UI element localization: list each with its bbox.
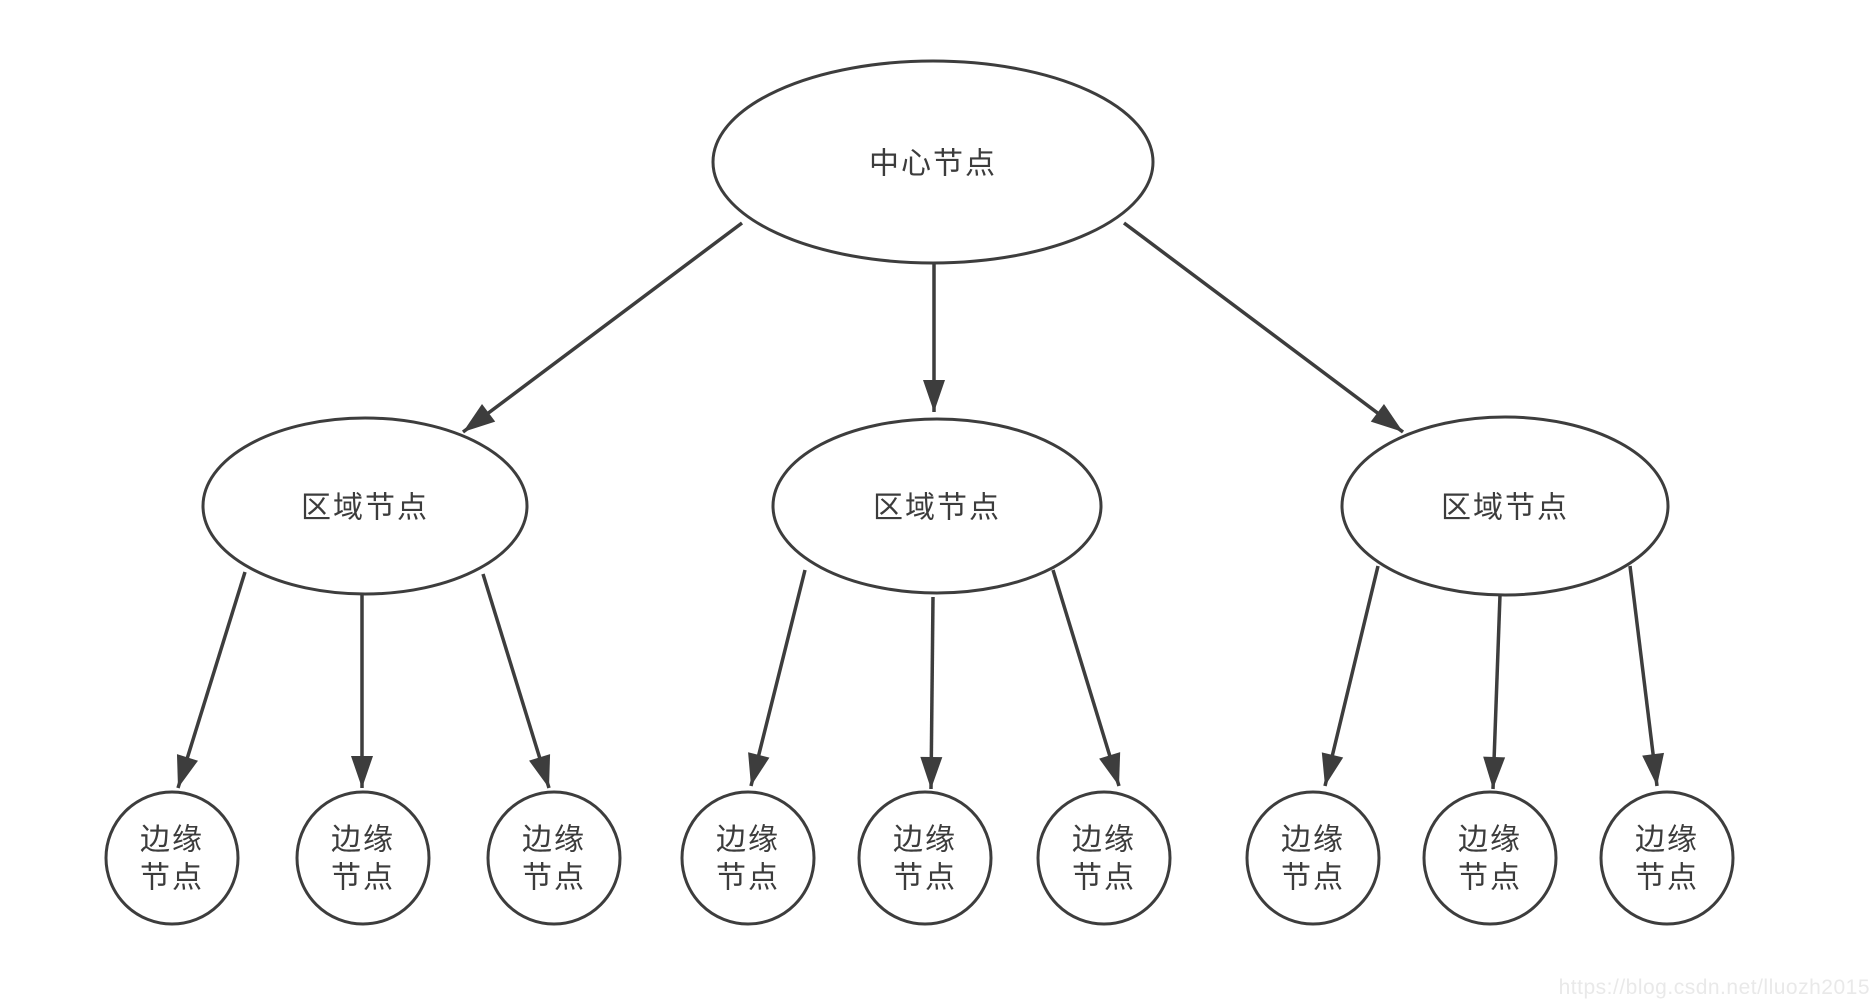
edge-node-label-line1: 边缘 [893,824,957,857]
central-node: 中心节点 [711,59,1155,265]
edge-region2-to-leaf-4 [748,569,807,787]
regional-node: 区域节点 [201,416,529,596]
regional-node-label: 区域节点 [873,492,1001,525]
regional-node-label: 区域节点 [301,492,429,525]
edge-node-label-line1: 边缘 [140,824,204,857]
edge-node-label-line2: 节点 [893,862,957,895]
edge-node-circle [1036,790,1172,926]
edge-node-label-line2: 节点 [140,862,204,895]
edge-node-label-line1: 边缘 [1281,824,1345,857]
edge-node: 边缘 节点 [1422,790,1558,926]
central-node-label: 中心节点 [869,148,997,181]
regional-node-ellipse [1340,415,1670,597]
edge-node-circle [1245,790,1381,926]
edge-node-label-line2: 节点 [1635,862,1699,895]
edge-node-circle [104,790,240,926]
watermark: https://blog.csdn.net/lluozh2015 [1558,976,1870,999]
edge-region2-to-leaf-5 [920,596,943,790]
edge-region3-to-leaf-7 [1321,565,1380,787]
regional-node: 区域节点 [1340,415,1670,597]
edge-node-circle [857,790,993,926]
edge-region1-to-leaf-3 [481,573,551,789]
edge-node-circle [486,790,622,926]
edge-node-label-line2: 节点 [716,862,780,895]
edge-node-label-line1: 边缘 [716,824,780,857]
edge-node: 边缘 节点 [104,790,240,926]
central-node-ellipse [711,59,1155,265]
edge-node-label-line2: 节点 [1458,862,1522,895]
edge-root-to-region-1 [461,221,744,434]
edge-node: 边缘 节点 [295,790,431,926]
edge-node-label-line2: 节点 [1072,862,1136,895]
edge-node-label-line1: 边缘 [1072,824,1136,857]
edge-node-label-line1: 边缘 [522,824,586,857]
edge-node-label-line2: 节点 [1281,862,1345,895]
edge-region3-to-leaf-8 [1483,594,1506,790]
edge-node: 边缘 节点 [1036,790,1172,926]
edge-node-label-line2: 节点 [331,862,395,895]
edge-node: 边缘 节点 [857,790,993,926]
edge-region2-to-leaf-6 [1051,569,1121,787]
edge-node-circle [680,790,816,926]
edge-region3-to-leaf-9 [1628,565,1665,787]
edge-region1-to-leaf-1 [176,571,247,789]
edge-node-circle [1599,790,1735,926]
edge-node: 边缘 节点 [1599,790,1735,926]
edge-node-circle [295,790,431,926]
edge-node-label-line2: 节点 [522,862,586,895]
edge-node-label-line1: 边缘 [1635,824,1699,857]
edge-node-label-line1: 边缘 [1458,824,1522,857]
edge-node: 边缘 节点 [486,790,622,926]
edge-root-to-region-3 [1122,221,1405,434]
regional-node-ellipse [771,417,1103,595]
regional-node: 区域节点 [771,417,1103,595]
edge-node-label-line1: 边缘 [331,824,395,857]
regional-node-ellipse [201,416,529,596]
edge-node: 边缘 节点 [680,790,816,926]
edge-node: 边缘 节点 [1245,790,1381,926]
edge-node-circle [1422,790,1558,926]
regional-node-label: 区域节点 [1441,492,1569,525]
